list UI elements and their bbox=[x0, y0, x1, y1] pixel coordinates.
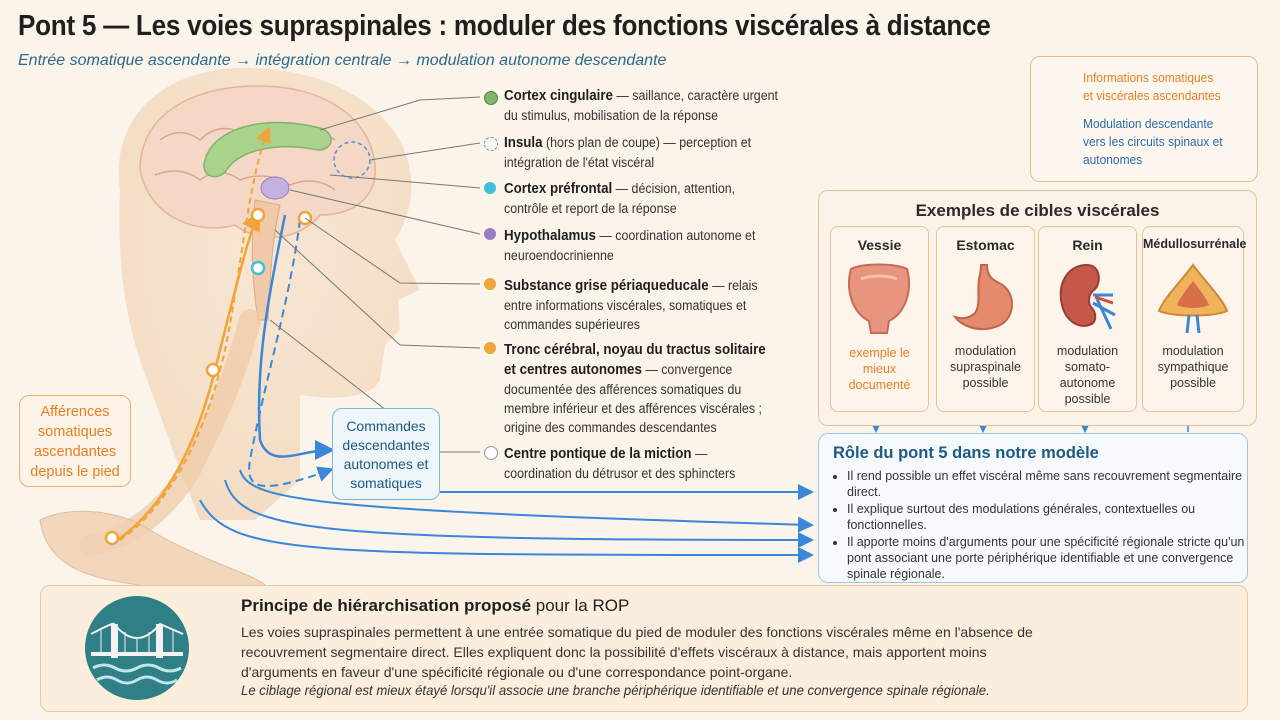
principle-panel: Principe de hiérarchisation proposé pour… bbox=[40, 585, 1248, 712]
target-card-bladder: Vessie exemple le mieux documenté bbox=[830, 226, 929, 412]
target-text: exemple le mieux documenté bbox=[848, 346, 911, 392]
adrenal-icon bbox=[1157, 263, 1229, 334]
target-card-adrenal: Médullosurrénale modulation sympathique … bbox=[1142, 226, 1247, 412]
target-card-stomach: Estomac modulation supraspinale possible bbox=[936, 226, 1035, 412]
target-text: modulation supraspinale possible bbox=[950, 344, 1021, 390]
commands-box: Commandes descendantes autonomes et soma… bbox=[332, 408, 440, 500]
principle-italic: Le ciblage régional est mieux étayé lors… bbox=[241, 682, 990, 698]
kidney-icon bbox=[1059, 263, 1116, 330]
target-card-kidney: Rein modulation somato-autonome possible bbox=[1038, 226, 1137, 412]
role-bullet: Il apporte moins d'arguments pour une sp… bbox=[847, 534, 1247, 582]
page-title: Pont 5 — Les voies supraspinales : modul… bbox=[18, 10, 991, 42]
target-text: modulation somato-autonome possible bbox=[1056, 344, 1119, 406]
role-bullet: Il rend possible un effet viscéral même … bbox=[847, 468, 1247, 500]
role-panel: Rôle du pont 5 dans notre modèle Il rend… bbox=[818, 433, 1248, 583]
targets-title: Exemples de cibles viscérales bbox=[915, 201, 1160, 220]
bridge-icon bbox=[85, 596, 189, 700]
structure-dot-pag bbox=[484, 278, 496, 290]
structure-label-micturition: Centre pontique de la miction — coordina… bbox=[504, 446, 736, 481]
page-subtitle: Entrée somatique ascendante → intégratio… bbox=[18, 52, 667, 69]
stomach-icon bbox=[952, 264, 1013, 331]
structure-dot-micturition bbox=[484, 446, 498, 460]
role-bullet: Il explique surtout des modulations géné… bbox=[847, 501, 1247, 533]
legend-box: Informations somatiques et viscérales as… bbox=[1030, 56, 1258, 182]
role-title: Rôle du pont 5 dans notre modèle bbox=[833, 444, 1099, 462]
role-bullets: Il rend possible un effet viscéral même … bbox=[833, 468, 1247, 583]
target-name: Vessie bbox=[857, 237, 902, 253]
structure-dot-cingulate bbox=[484, 91, 498, 105]
structure-label-cingulate: Cortex cingulaire — saillance, caractère… bbox=[504, 88, 778, 123]
target-text: modulation sympathique possible bbox=[1157, 344, 1229, 390]
commands-label: Commandes descendantes autonomes et soma… bbox=[342, 418, 430, 491]
afferences-box: Afférences somatiques ascendantes depuis… bbox=[19, 395, 131, 487]
target-name: Médullosurrénale bbox=[1143, 237, 1247, 251]
principle-title: Principe de hiérarchisation proposé pour… bbox=[241, 596, 630, 615]
structure-dot-insula bbox=[484, 137, 498, 151]
structure-label-hypothalamus: Hypothalamus — coordination autonome et … bbox=[504, 228, 756, 263]
structure-dot-hypothalamus bbox=[484, 228, 496, 240]
structure-label-brainstem: Tronc cérébral, noyau du tractus solitai… bbox=[504, 342, 766, 435]
structure-label-insula: Insula (hors plan de coupe) — perception… bbox=[504, 135, 752, 170]
structure-label-prefrontal: Cortex préfrontal — décision, attention,… bbox=[504, 181, 736, 216]
target-name: Rein bbox=[1072, 237, 1103, 253]
structure-dot-brainstem bbox=[484, 342, 496, 354]
legend-ascending-text: Informations somatiques et viscérales as… bbox=[1083, 70, 1221, 103]
principle-text: Les voies supraspinales permettent à une… bbox=[241, 624, 1033, 680]
target-name: Estomac bbox=[956, 237, 1015, 253]
structure-dot-prefrontal bbox=[484, 182, 496, 194]
afferences-label: Afférences somatiques ascendantes depuis… bbox=[30, 404, 120, 480]
structure-label-pag: Substance grise périaqueducale — relais … bbox=[504, 278, 758, 332]
bladder-icon bbox=[848, 263, 910, 334]
legend-descending-text: Modulation descendante vers les circuits… bbox=[1083, 116, 1223, 167]
